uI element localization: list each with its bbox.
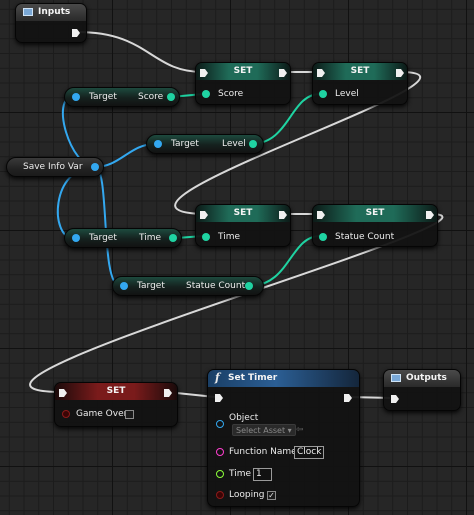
level-output-pin[interactable] bbox=[249, 140, 257, 148]
exec-out-pin[interactable] bbox=[395, 68, 405, 78]
inputs-title: Inputs bbox=[38, 7, 71, 17]
statue-count-input-pin[interactable] bbox=[319, 233, 327, 241]
set-score-header: SET bbox=[196, 63, 290, 80]
set-game-over-node[interactable]: SET Game Over bbox=[54, 382, 178, 427]
score-value-label: Score bbox=[138, 92, 164, 102]
score-pin-label: Score bbox=[218, 89, 244, 99]
target-pin[interactable] bbox=[154, 140, 162, 148]
exec-out-pin[interactable] bbox=[71, 28, 81, 38]
exec-in-pin[interactable] bbox=[214, 393, 224, 403]
set-timer-node[interactable]: f Set Timer Object Select Asset ▾ ⇦ Func… bbox=[207, 369, 360, 507]
set-statue-count-header: SET bbox=[313, 205, 437, 222]
exec-in-pin[interactable] bbox=[316, 68, 326, 78]
object-label: Object bbox=[229, 413, 259, 423]
output-icon bbox=[391, 374, 401, 382]
exec-out-pin[interactable] bbox=[163, 388, 173, 398]
set-time-node[interactable]: SET Time bbox=[195, 204, 291, 247]
time-label: Time bbox=[229, 469, 252, 479]
outputs-header: Outputs bbox=[384, 370, 460, 387]
save-info-var-output-pin[interactable] bbox=[91, 163, 99, 171]
target-label: Target bbox=[89, 92, 117, 102]
exec-in-pin[interactable] bbox=[199, 68, 209, 78]
exec-out-pin[interactable] bbox=[425, 210, 435, 220]
use-selected-asset-icon[interactable]: ⇦ bbox=[296, 425, 304, 435]
exec-in-pin[interactable] bbox=[199, 210, 209, 220]
time-input-pin[interactable] bbox=[216, 470, 224, 478]
time-input-pin[interactable] bbox=[202, 233, 210, 241]
target-label: Target bbox=[137, 281, 165, 291]
time-value-label: Time bbox=[139, 233, 162, 243]
get-level-node[interactable]: Target Level bbox=[146, 134, 264, 154]
get-score-node[interactable]: Target Score bbox=[64, 87, 180, 107]
looping-checkbox[interactable]: ✓ bbox=[267, 491, 276, 500]
exec-out-pin[interactable] bbox=[343, 393, 353, 403]
score-input-pin[interactable] bbox=[202, 90, 210, 98]
statue-count-output-pin[interactable] bbox=[245, 282, 253, 290]
statue-count-value-label: Statue Count bbox=[186, 281, 246, 291]
statue-count-pin-label: Statue Count bbox=[335, 232, 395, 242]
looping-input-pin[interactable] bbox=[216, 491, 224, 499]
looping-label: Looping bbox=[229, 490, 265, 500]
score-output-pin[interactable] bbox=[167, 93, 175, 101]
inputs-header: Inputs bbox=[16, 4, 86, 21]
game-over-checkbox[interactable] bbox=[125, 410, 134, 419]
outputs-title: Outputs bbox=[406, 373, 447, 383]
get-statue-count-node[interactable]: Target Statue Count bbox=[112, 276, 264, 296]
game-over-pin-label: Game Over bbox=[76, 409, 128, 419]
exec-out-pin[interactable] bbox=[278, 210, 288, 220]
set-level-header: SET bbox=[313, 63, 407, 80]
function-name-label: Function Name bbox=[229, 447, 297, 457]
level-input-pin[interactable] bbox=[319, 90, 327, 98]
exec-in-pin[interactable] bbox=[316, 210, 326, 220]
time-output-pin[interactable] bbox=[169, 234, 177, 242]
input-icon bbox=[23, 8, 33, 16]
target-label: Target bbox=[89, 233, 117, 243]
exec-out-pin[interactable] bbox=[278, 68, 288, 78]
select-asset-placeholder: Select Asset bbox=[236, 426, 286, 435]
time-pin-label: Time bbox=[218, 232, 241, 242]
set-statue-count-node[interactable]: SET Statue Count bbox=[312, 204, 438, 247]
target-pin[interactable] bbox=[120, 282, 128, 290]
target-label: Target bbox=[171, 139, 199, 149]
set-time-header: SET bbox=[196, 205, 290, 222]
game-over-input-pin[interactable] bbox=[62, 410, 70, 418]
outputs-node[interactable]: Outputs bbox=[383, 369, 461, 411]
time-field[interactable]: 1 bbox=[253, 468, 272, 481]
object-input-pin[interactable] bbox=[216, 420, 224, 428]
set-game-over-header: SET bbox=[55, 383, 177, 400]
set-level-node[interactable]: SET Level bbox=[312, 62, 408, 105]
inputs-node[interactable]: Inputs bbox=[15, 3, 87, 43]
target-pin[interactable] bbox=[72, 234, 80, 242]
chevron-down-icon: ▾ bbox=[287, 426, 292, 435]
object-wire bbox=[94, 166, 121, 287]
function-name-input-pin[interactable] bbox=[216, 448, 224, 456]
function-icon: f bbox=[215, 371, 220, 384]
set-timer-header: f Set Timer bbox=[208, 370, 359, 387]
save-info-var-node[interactable]: Save Info Var bbox=[6, 157, 104, 177]
select-asset-dropdown[interactable]: Select Asset ▾ bbox=[232, 424, 296, 436]
set-score-node[interactable]: SET Score bbox=[195, 62, 291, 105]
exec-in-pin[interactable] bbox=[390, 394, 400, 404]
set-timer-title: Set Timer bbox=[228, 373, 278, 383]
exec-wire bbox=[76, 31, 204, 73]
level-pin-label: Level bbox=[335, 89, 359, 99]
get-time-node[interactable]: Target Time bbox=[64, 228, 182, 248]
level-value-label: Level bbox=[222, 139, 246, 149]
save-info-var-label: Save Info Var bbox=[23, 162, 83, 172]
target-pin[interactable] bbox=[72, 93, 80, 101]
exec-in-pin[interactable] bbox=[58, 388, 68, 398]
function-name-field[interactable]: Clock bbox=[294, 446, 324, 459]
